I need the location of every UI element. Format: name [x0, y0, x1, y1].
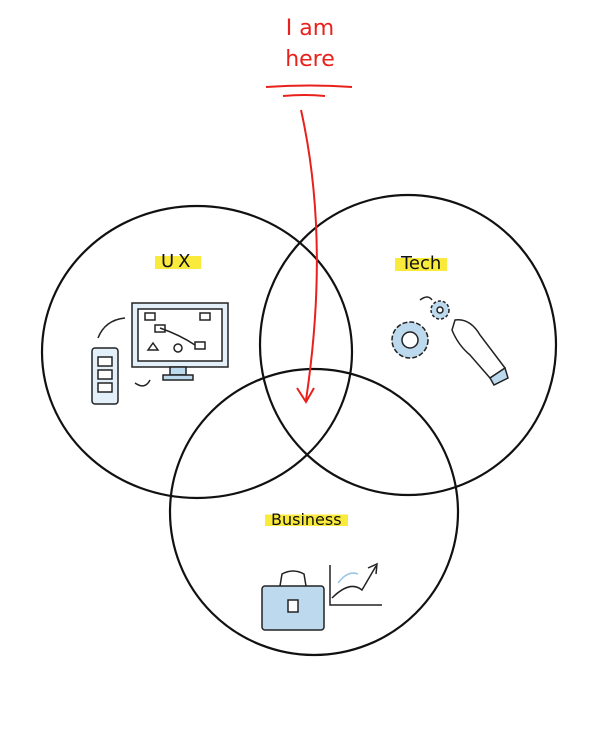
- annotation-line-1: I am: [285, 16, 335, 41]
- business-circle: [168, 367, 460, 657]
- annotation-line-2: here: [285, 47, 335, 72]
- tech-label: Tech: [395, 253, 448, 274]
- monitor-wireframe-icon: [91, 302, 229, 405]
- ux-circle: [40, 204, 354, 500]
- annotation-text: I am here: [250, 16, 370, 72]
- gears-hand-icon: [391, 296, 509, 386]
- business-label: Business: [265, 510, 348, 529]
- ux-label: UX: [155, 251, 201, 272]
- briefcase-chart-icon: [261, 562, 382, 631]
- annotation-underline: [265, 84, 353, 97]
- arrow-icon: [296, 109, 318, 404]
- tech-circle: [258, 193, 558, 497]
